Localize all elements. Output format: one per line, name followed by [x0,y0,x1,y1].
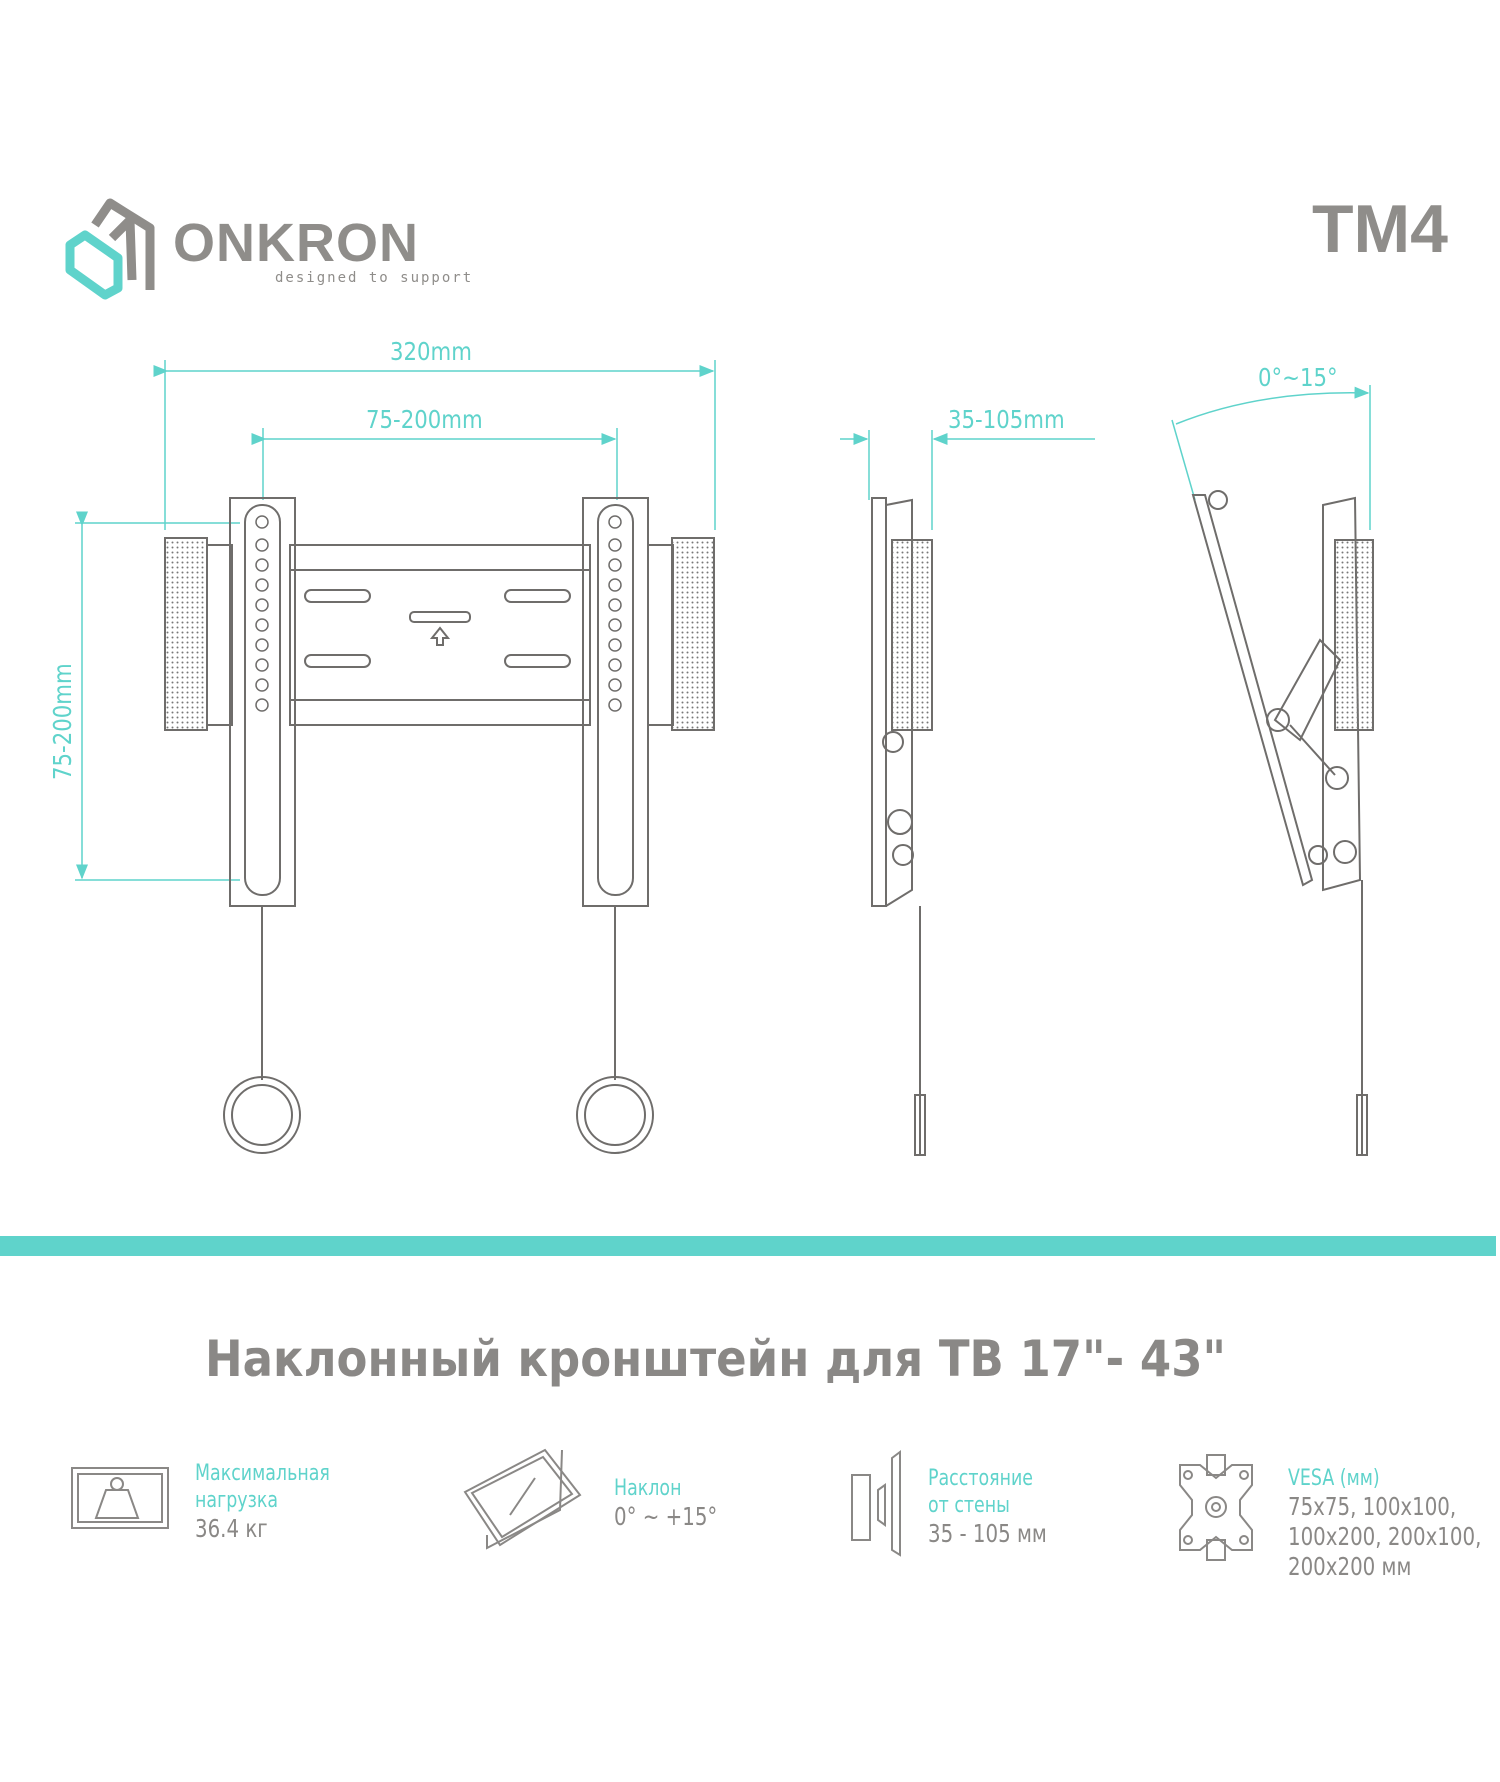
onkron-logo-icon [65,198,155,300]
dimension-lines [75,360,1371,881]
dim-vesa-vertical: 75-200mm [48,663,77,780]
dim-total-width: 320mm [390,337,472,366]
feature-label: нагрузка [195,1488,279,1513]
tilt-icon [463,1448,582,1550]
dim-vesa-horizontal: 75-200mm [366,405,483,434]
feature-label: Расстояние [928,1466,1034,1491]
feature-wall-distance: Расстояние от стены 35 - 105 мм [928,1465,1047,1549]
feature-value: 75x75, 100x100, [1288,1492,1457,1521]
wall-distance-icon [851,1450,901,1557]
front-view [164,497,715,1154]
feature-label: от стены [928,1493,1010,1518]
brand-tagline: designed to support [275,270,474,286]
model-name: TM4 [1312,191,1448,267]
weight-icon [71,1467,169,1529]
feature-tilt: Наклон 0° ~ +15° [614,1475,717,1532]
feature-label: Максимальная [195,1461,330,1486]
brand-name: ONKRON [173,213,419,273]
feature-value: 200x200 мм [1288,1552,1412,1581]
feature-value: 100x200, 200x100, [1288,1522,1482,1551]
dim-tilt-angle: 0°~15° [1258,363,1338,392]
vesa-icon [1179,1454,1253,1561]
feature-value: 0° ~ +15° [614,1502,718,1531]
tilt-view [1191,490,1374,1156]
side-view [871,497,933,1156]
accent-band [0,1236,1496,1256]
feature-label: VESA (мм) [1288,1466,1380,1491]
product-title: Наклонный кронштейн для ТВ 17"- 43" [205,1330,1226,1388]
feature-max-load: Максимальная нагрузка 36.4 кг [195,1460,330,1544]
feature-vesa: VESA (мм) 75x75, 100x100, 100x200, 200x1… [1288,1465,1481,1582]
feature-value: 36.4 кг [195,1514,268,1543]
feature-value: 35 - 105 мм [928,1519,1047,1548]
dim-wall-distance: 35-105mm [948,405,1065,434]
feature-label: Наклон [614,1476,682,1501]
slot-holes [255,515,622,712]
